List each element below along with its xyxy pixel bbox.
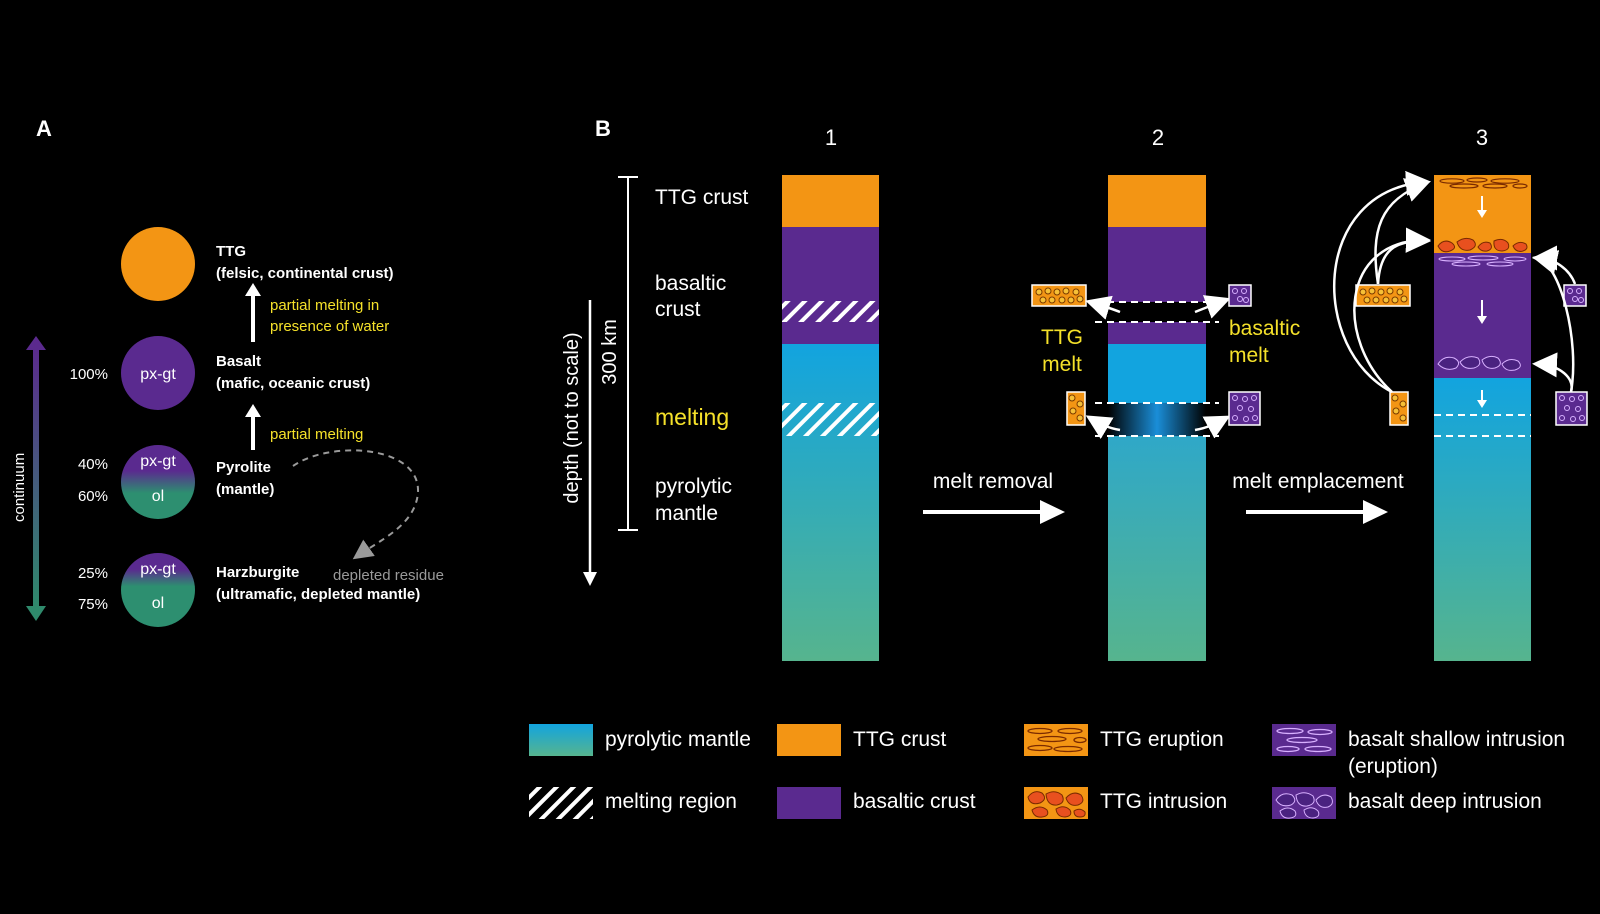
pyrolite-name: Pyrolite bbox=[216, 459, 271, 476]
ttg-melt-box-3 bbox=[1355, 284, 1411, 307]
legend-basalt-deep-swatch bbox=[1272, 787, 1336, 819]
basalt-melt-box-1 bbox=[1228, 284, 1252, 307]
melting-label: melting bbox=[655, 404, 729, 430]
harzburgite-pct-bottom: 75% bbox=[78, 596, 108, 613]
legend-basalt-shallow-label-2: (eruption) bbox=[1348, 755, 1438, 778]
residue-label: depleted residue bbox=[333, 567, 444, 584]
column-1 bbox=[782, 175, 879, 661]
basalt-desc: (mafic, oceanic crust) bbox=[216, 375, 370, 392]
arrow1-label-line2: presence of water bbox=[270, 318, 389, 335]
scale-bar-label: 300 km bbox=[599, 319, 621, 385]
legend-ttg-crust-label: TTG crust bbox=[853, 728, 946, 751]
pyrolite-top-text: px-gt bbox=[140, 453, 176, 470]
basalt-shallow-layer bbox=[1438, 255, 1527, 267]
arrow1-label-line1: partial melting in bbox=[270, 297, 379, 314]
pyrolite-desc: (mantle) bbox=[216, 481, 274, 498]
basalt-pct: 100% bbox=[70, 366, 108, 383]
ttg-melt-box-4 bbox=[1389, 391, 1409, 426]
hatch-mantle-melting bbox=[782, 403, 879, 436]
legend-melting-region-swatch bbox=[529, 787, 593, 819]
pyrolite-pct-top: 40% bbox=[78, 456, 108, 473]
legend-ttg-intrusion-label: TTG intrusion bbox=[1100, 790, 1227, 813]
legend-ttg-crust-swatch bbox=[777, 724, 841, 756]
legend-ttg-eruption-label: TTG eruption bbox=[1100, 728, 1224, 751]
legend-pyrolytic-mantle-swatch bbox=[529, 724, 593, 756]
harzburgite-desc: (ultramafic, depleted mantle) bbox=[216, 586, 420, 603]
continuum-arrow bbox=[26, 336, 46, 621]
harzburgite-name: Harzburgite bbox=[216, 564, 299, 581]
harzburgite-circle bbox=[121, 553, 195, 627]
legend-pyrolytic-mantle-label: pyrolytic mantle bbox=[605, 728, 751, 751]
column-2-number: 2 bbox=[1152, 125, 1164, 150]
basalt-melt-box-2 bbox=[1228, 391, 1261, 426]
panel-a-label: A bbox=[36, 116, 52, 141]
ttg-eruption-layer bbox=[1439, 177, 1528, 189]
ttg-melt-box-1 bbox=[1031, 284, 1087, 307]
legend-ttg-eruption-swatch bbox=[1024, 724, 1088, 756]
pyrolytic-mantle-label-2: mantle bbox=[655, 502, 718, 525]
ttg-desc: (felsic, continental crust) bbox=[216, 265, 394, 282]
basalt-name: Basalt bbox=[216, 353, 261, 370]
melt-emplacement-label: melt emplacement bbox=[1232, 470, 1404, 493]
legend-basalt-shallow-swatch bbox=[1272, 724, 1336, 756]
residue-dashed-arrow bbox=[292, 449, 420, 560]
harzburgite-pct-top: 25% bbox=[78, 565, 108, 582]
legend-basaltic-crust-swatch bbox=[777, 787, 841, 819]
arrow2-label: partial melting bbox=[270, 426, 363, 443]
basalt-melt-box-4 bbox=[1555, 391, 1588, 426]
ttg-melt-label-2: melt bbox=[1042, 353, 1082, 376]
basalt-melt-out-arrow-1 bbox=[1194, 295, 1231, 319]
basalt-deep-layer bbox=[1437, 355, 1521, 371]
basalt-melt-box-3 bbox=[1563, 284, 1587, 307]
hatch-basaltic-melting bbox=[782, 301, 879, 322]
column-2 bbox=[1095, 175, 1219, 661]
basaltic-melt-label-1: basaltic bbox=[1229, 317, 1300, 340]
harzburgite-top-text: px-gt bbox=[140, 561, 176, 578]
melt-removal-label: melt removal bbox=[933, 470, 1053, 493]
panel-b-label: B bbox=[595, 116, 611, 141]
column-3-number: 3 bbox=[1476, 125, 1488, 150]
ttg-crust-label: TTG crust bbox=[655, 186, 748, 209]
legend-basaltic-crust-label: basaltic crust bbox=[853, 790, 976, 813]
legend-basalt-deep-label: basalt deep intrusion bbox=[1348, 790, 1542, 813]
pyrolytic-mantle-label-1: pyrolytic bbox=[655, 475, 732, 498]
legend-ttg-intrusion-swatch bbox=[1024, 787, 1088, 819]
ttg-circle bbox=[121, 227, 195, 301]
ttg-name: TTG bbox=[216, 243, 246, 260]
basalt-circle-text: px-gt bbox=[140, 366, 176, 383]
legend-basalt-shallow-label-1: basalt shallow intrusion bbox=[1348, 728, 1565, 751]
column-1-number: 1 bbox=[825, 125, 837, 150]
pyrolite-circle bbox=[121, 445, 195, 519]
continuum-label: continuum bbox=[11, 453, 28, 522]
ttg-melt-box-2 bbox=[1066, 391, 1086, 426]
column-3 bbox=[1434, 175, 1531, 661]
scale-bar bbox=[618, 176, 638, 531]
basaltic-crust-label-1: basaltic bbox=[655, 272, 726, 295]
basaltic-crust-label-2: crust bbox=[655, 298, 701, 321]
basalt-melt-out-arrow-2 bbox=[1194, 415, 1231, 439]
ttg-melt-out-arrow-1 bbox=[1085, 295, 1121, 320]
depth-axis-label: depth (not to scale) bbox=[561, 332, 583, 503]
ttg-melt-out-arrow-2 bbox=[1085, 415, 1121, 440]
pyrolite-bottom-text: ol bbox=[152, 488, 164, 505]
basaltic-melt-label-2: melt bbox=[1229, 344, 1269, 367]
harzburgite-bottom-text: ol bbox=[152, 595, 164, 612]
pyrolite-pct-bottom: 60% bbox=[78, 488, 108, 505]
ttg-melt-label-1: TTG bbox=[1041, 326, 1083, 349]
legend-melting-region-label: melting region bbox=[605, 790, 737, 813]
emplacement-arrows bbox=[1332, 170, 1577, 394]
basalt-circle bbox=[121, 336, 195, 410]
ttg-intrusion-layer bbox=[1437, 237, 1528, 253]
